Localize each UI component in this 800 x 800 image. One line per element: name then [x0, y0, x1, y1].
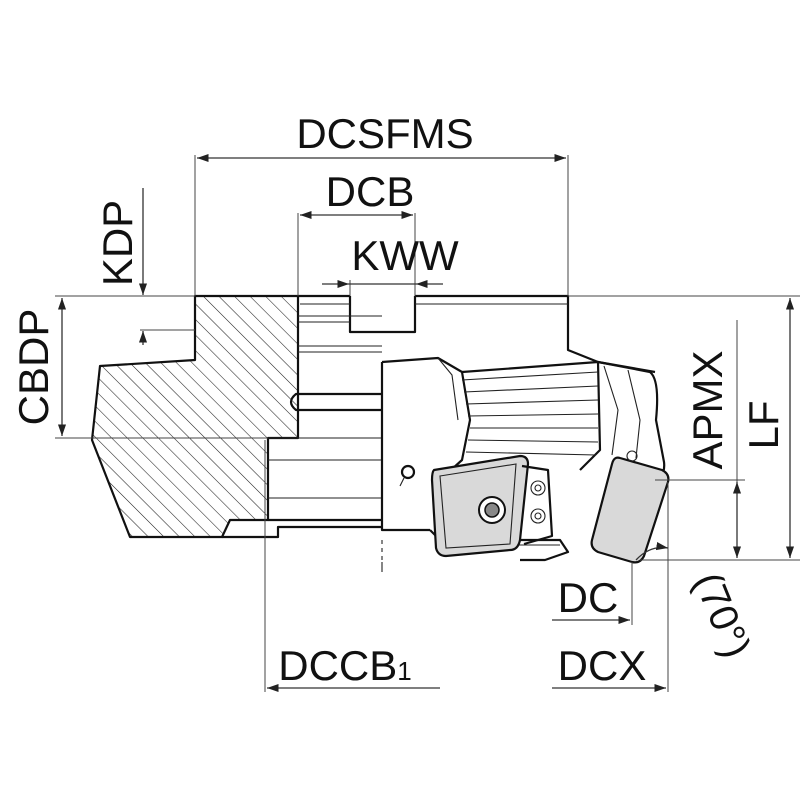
keyway-slot	[348, 296, 417, 334]
dimension-labels: DCSFMS DCB KWW KDP CBDP APMX LF DC DCX D…	[10, 110, 787, 689]
label-cbdp: CBDP	[10, 309, 57, 426]
hatched-section	[90, 294, 300, 539]
label-dccb-main: DCCB	[278, 642, 397, 689]
dimension-lines	[57, 153, 795, 693]
insert-right	[590, 450, 670, 564]
label-dccb-sub: 1	[397, 656, 411, 686]
label-lf: LF	[740, 400, 787, 449]
label-kdp: KDP	[94, 200, 141, 286]
extension-lines	[55, 155, 800, 692]
coolant-hole	[289, 392, 382, 412]
label-apmx: APMX	[684, 350, 731, 469]
screw-mark	[400, 464, 416, 480]
label-dccb: DCCB1	[278, 642, 411, 689]
label-dc: DC	[558, 574, 619, 621]
label-kww: KWW	[351, 232, 459, 279]
label-angle: (70°)	[685, 566, 758, 663]
label-dcb: DCB	[326, 168, 415, 215]
cutter-body	[90, 294, 666, 572]
insert-left	[430, 454, 554, 558]
label-dcx: DCX	[558, 642, 647, 689]
label-dcsfms: DCSFMS	[296, 110, 473, 157]
